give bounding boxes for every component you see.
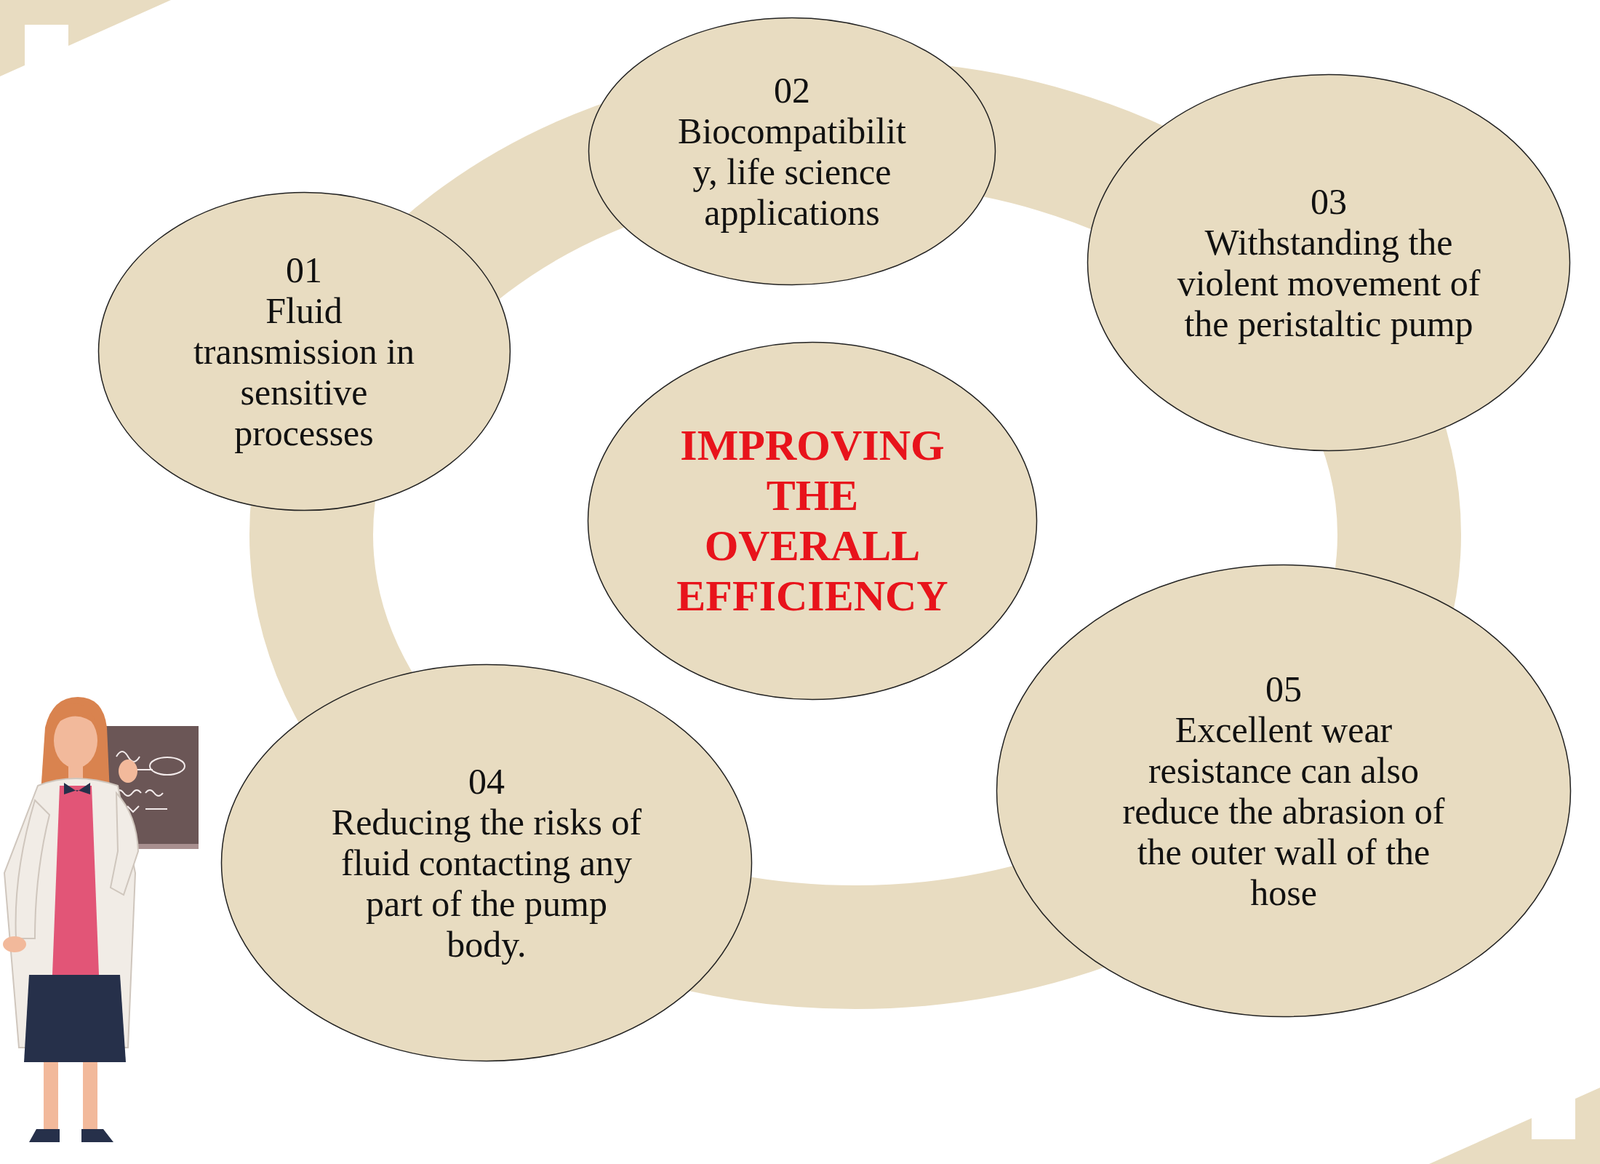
leg bbox=[82, 1061, 98, 1131]
blouse bbox=[52, 785, 99, 975]
raised-arm bbox=[110, 792, 139, 895]
leg bbox=[43, 1061, 59, 1131]
shoes bbox=[29, 1128, 114, 1142]
hand bbox=[118, 759, 138, 783]
corner-cutout bbox=[1531, 1095, 1576, 1139]
item-number: 05 bbox=[1101, 668, 1466, 710]
ellipse-shape bbox=[589, 18, 996, 286]
item-text: Excellent wear resistance can also reduc… bbox=[1101, 709, 1466, 913]
item-number: 01 bbox=[173, 249, 435, 291]
item-text: Reducing the risks of fluid contacting a… bbox=[322, 801, 651, 965]
item-ellipse: 01Fluid transmission in sensitive proces… bbox=[97, 191, 512, 512]
item-ellipse: 03Withstanding the violent movement of t… bbox=[1086, 73, 1571, 452]
center-ellipse: IMPROVING THE OVERALL EFFICIENCY bbox=[586, 341, 1038, 701]
skirt bbox=[24, 974, 126, 1062]
item-number: 03 bbox=[1168, 181, 1489, 222]
ellipse-shape bbox=[997, 565, 1571, 1017]
ellipse-shape bbox=[98, 192, 510, 510]
bow-tie bbox=[64, 782, 91, 795]
item-text: Biocompatibilit y, life science applicat… bbox=[664, 110, 920, 233]
lowered-arm bbox=[16, 800, 50, 939]
ellipse-outline bbox=[586, 341, 1038, 701]
ellipse-text: 05Excellent wear resistance can also red… bbox=[1101, 668, 1466, 913]
item-text: Withstanding the violent movement of the… bbox=[1168, 221, 1489, 344]
teacher-illustration bbox=[2, 696, 199, 1142]
ellipse-shape bbox=[221, 664, 752, 1062]
item-ellipse: 04Reducing the risks of fluid contacting… bbox=[220, 663, 753, 1062]
ellipse-text: 04Reducing the risks of fluid contacting… bbox=[322, 760, 651, 965]
ellipse-text: IMPROVING THE OVERALL EFFICIENCY bbox=[659, 420, 966, 622]
item-text: Fluid transmission in sensitive processe… bbox=[173, 290, 435, 454]
ellipse-shape bbox=[588, 342, 1038, 700]
ellipse-shape bbox=[1088, 74, 1571, 451]
ellipse-text: 02Biocompatibilit y, life science applic… bbox=[664, 69, 920, 233]
corner-cutout bbox=[24, 24, 69, 69]
corner-decoration bbox=[0, 0, 171, 77]
corner-decoration bbox=[1429, 1087, 1600, 1164]
item-number: 02 bbox=[664, 69, 920, 111]
item-ellipse: 05Excellent wear resistance can also red… bbox=[995, 563, 1572, 1018]
hand bbox=[2, 936, 27, 952]
ellipse-text: 01Fluid transmission in sensitive proces… bbox=[173, 249, 435, 454]
face bbox=[53, 712, 98, 768]
fringe bbox=[52, 702, 98, 728]
ellipse-text: 03Withstanding the violent movement of t… bbox=[1168, 181, 1489, 344]
center-title: IMPROVING THE OVERALL EFFICIENCY bbox=[659, 420, 966, 622]
item-number: 04 bbox=[322, 760, 651, 802]
item-ellipse: 02Biocompatibilit y, life science applic… bbox=[587, 16, 997, 286]
